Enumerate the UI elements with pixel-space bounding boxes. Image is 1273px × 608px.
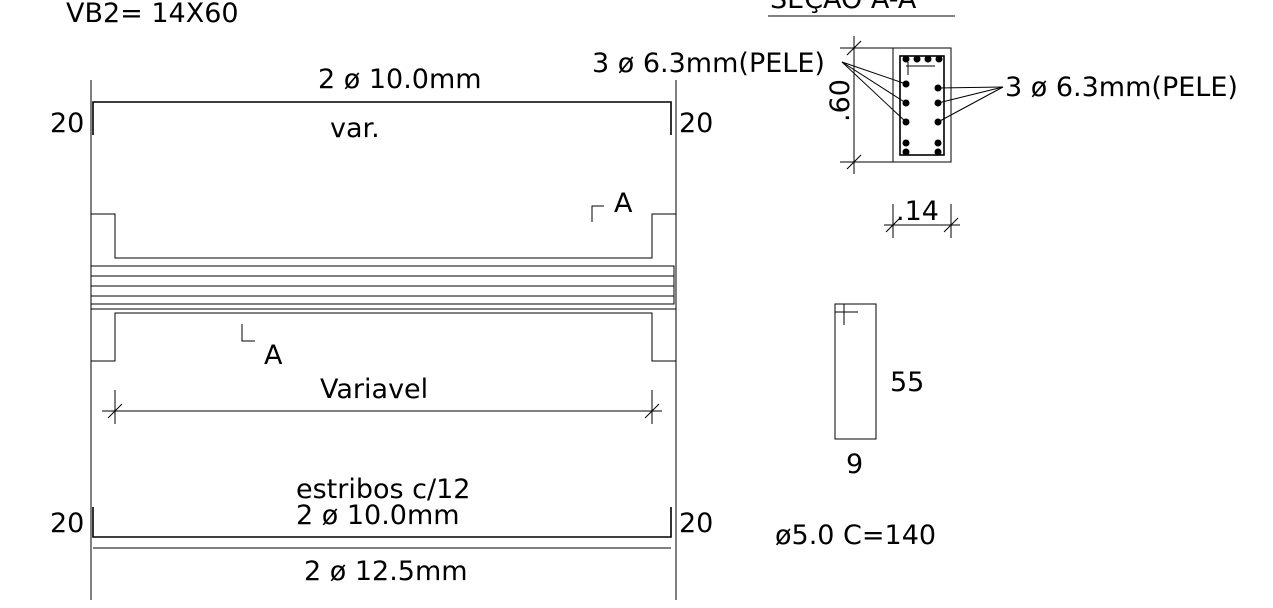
width-slash-left [885, 217, 901, 233]
beam-top-outline [91, 213, 676, 259]
cross-section-outline [892, 47, 952, 163]
skin-right-leader-2 [937, 86, 1004, 104]
skin-left-label: 3 ø 6.3mm(PELE) [592, 48, 825, 79]
beam-title: VB2= 14X60 [66, 0, 239, 29]
rebar-dot [902, 139, 910, 147]
top-bar [92, 101, 672, 135]
beam-bottom-outline [91, 312, 676, 362]
span-label: Variavel [320, 374, 428, 405]
width-dimension-label: .14 [896, 196, 939, 227]
height-slash-bottom [846, 154, 862, 170]
rebar-dot [934, 139, 942, 147]
cross-section-stirrup [899, 55, 945, 156]
rebar-dot [924, 55, 932, 63]
section-mark-upper-label: A [614, 188, 633, 219]
rebar-dot [935, 55, 943, 63]
bottom-bar [92, 507, 672, 538]
bottom-bar-hook-left: 20 [50, 508, 84, 539]
top-bar-length: var. [330, 113, 380, 144]
stirrup-height-label: 55 [890, 367, 924, 398]
skin-left-leader-2 [841, 61, 907, 104]
rebar-dot [934, 148, 942, 156]
section-mark-lower [241, 324, 255, 342]
bottom-bar-hook-right: 20 [679, 508, 713, 539]
stirrups-label: estribos c/12 [296, 474, 470, 505]
beam-bar-band [90, 265, 675, 305]
skin-right-label: 3 ø 6.3mm(PELE) [1005, 72, 1238, 103]
bottom-lower-bar-label: 2 ø 12.5mm [304, 556, 468, 587]
top-bar-label: 2 ø 10.0mm [318, 64, 482, 95]
stirrup-spec-label: ø5.0 C=140 [775, 520, 936, 551]
section-mark-upper [591, 205, 604, 222]
top-bar-hook-right: 20 [679, 108, 713, 139]
span-slash-right [644, 403, 660, 419]
stirrup-shape [834, 303, 877, 440]
skin-right-leader-3 [937, 86, 1004, 123]
rebar-dot [913, 55, 921, 63]
top-bar-hook-left: 20 [50, 108, 84, 139]
rebar-dot [902, 148, 910, 156]
section-title: SEÇÃO A-A [770, 0, 917, 15]
stirrup-width-label: 9 [846, 449, 863, 480]
rebar-dot [902, 55, 910, 63]
width-slash-right [943, 217, 959, 233]
section-mark-lower-label: A [264, 340, 283, 371]
height-dimension-label: .60 [825, 79, 856, 122]
skin-right-leader-1 [937, 86, 1004, 89]
span-slash-left [107, 403, 123, 419]
skin-left-leader-1 [841, 61, 907, 85]
skin-left-leader-3 [841, 61, 907, 123]
bottom-upper-bar-label: 2 ø 10.0mm [296, 500, 460, 531]
height-slash-top [846, 40, 862, 56]
